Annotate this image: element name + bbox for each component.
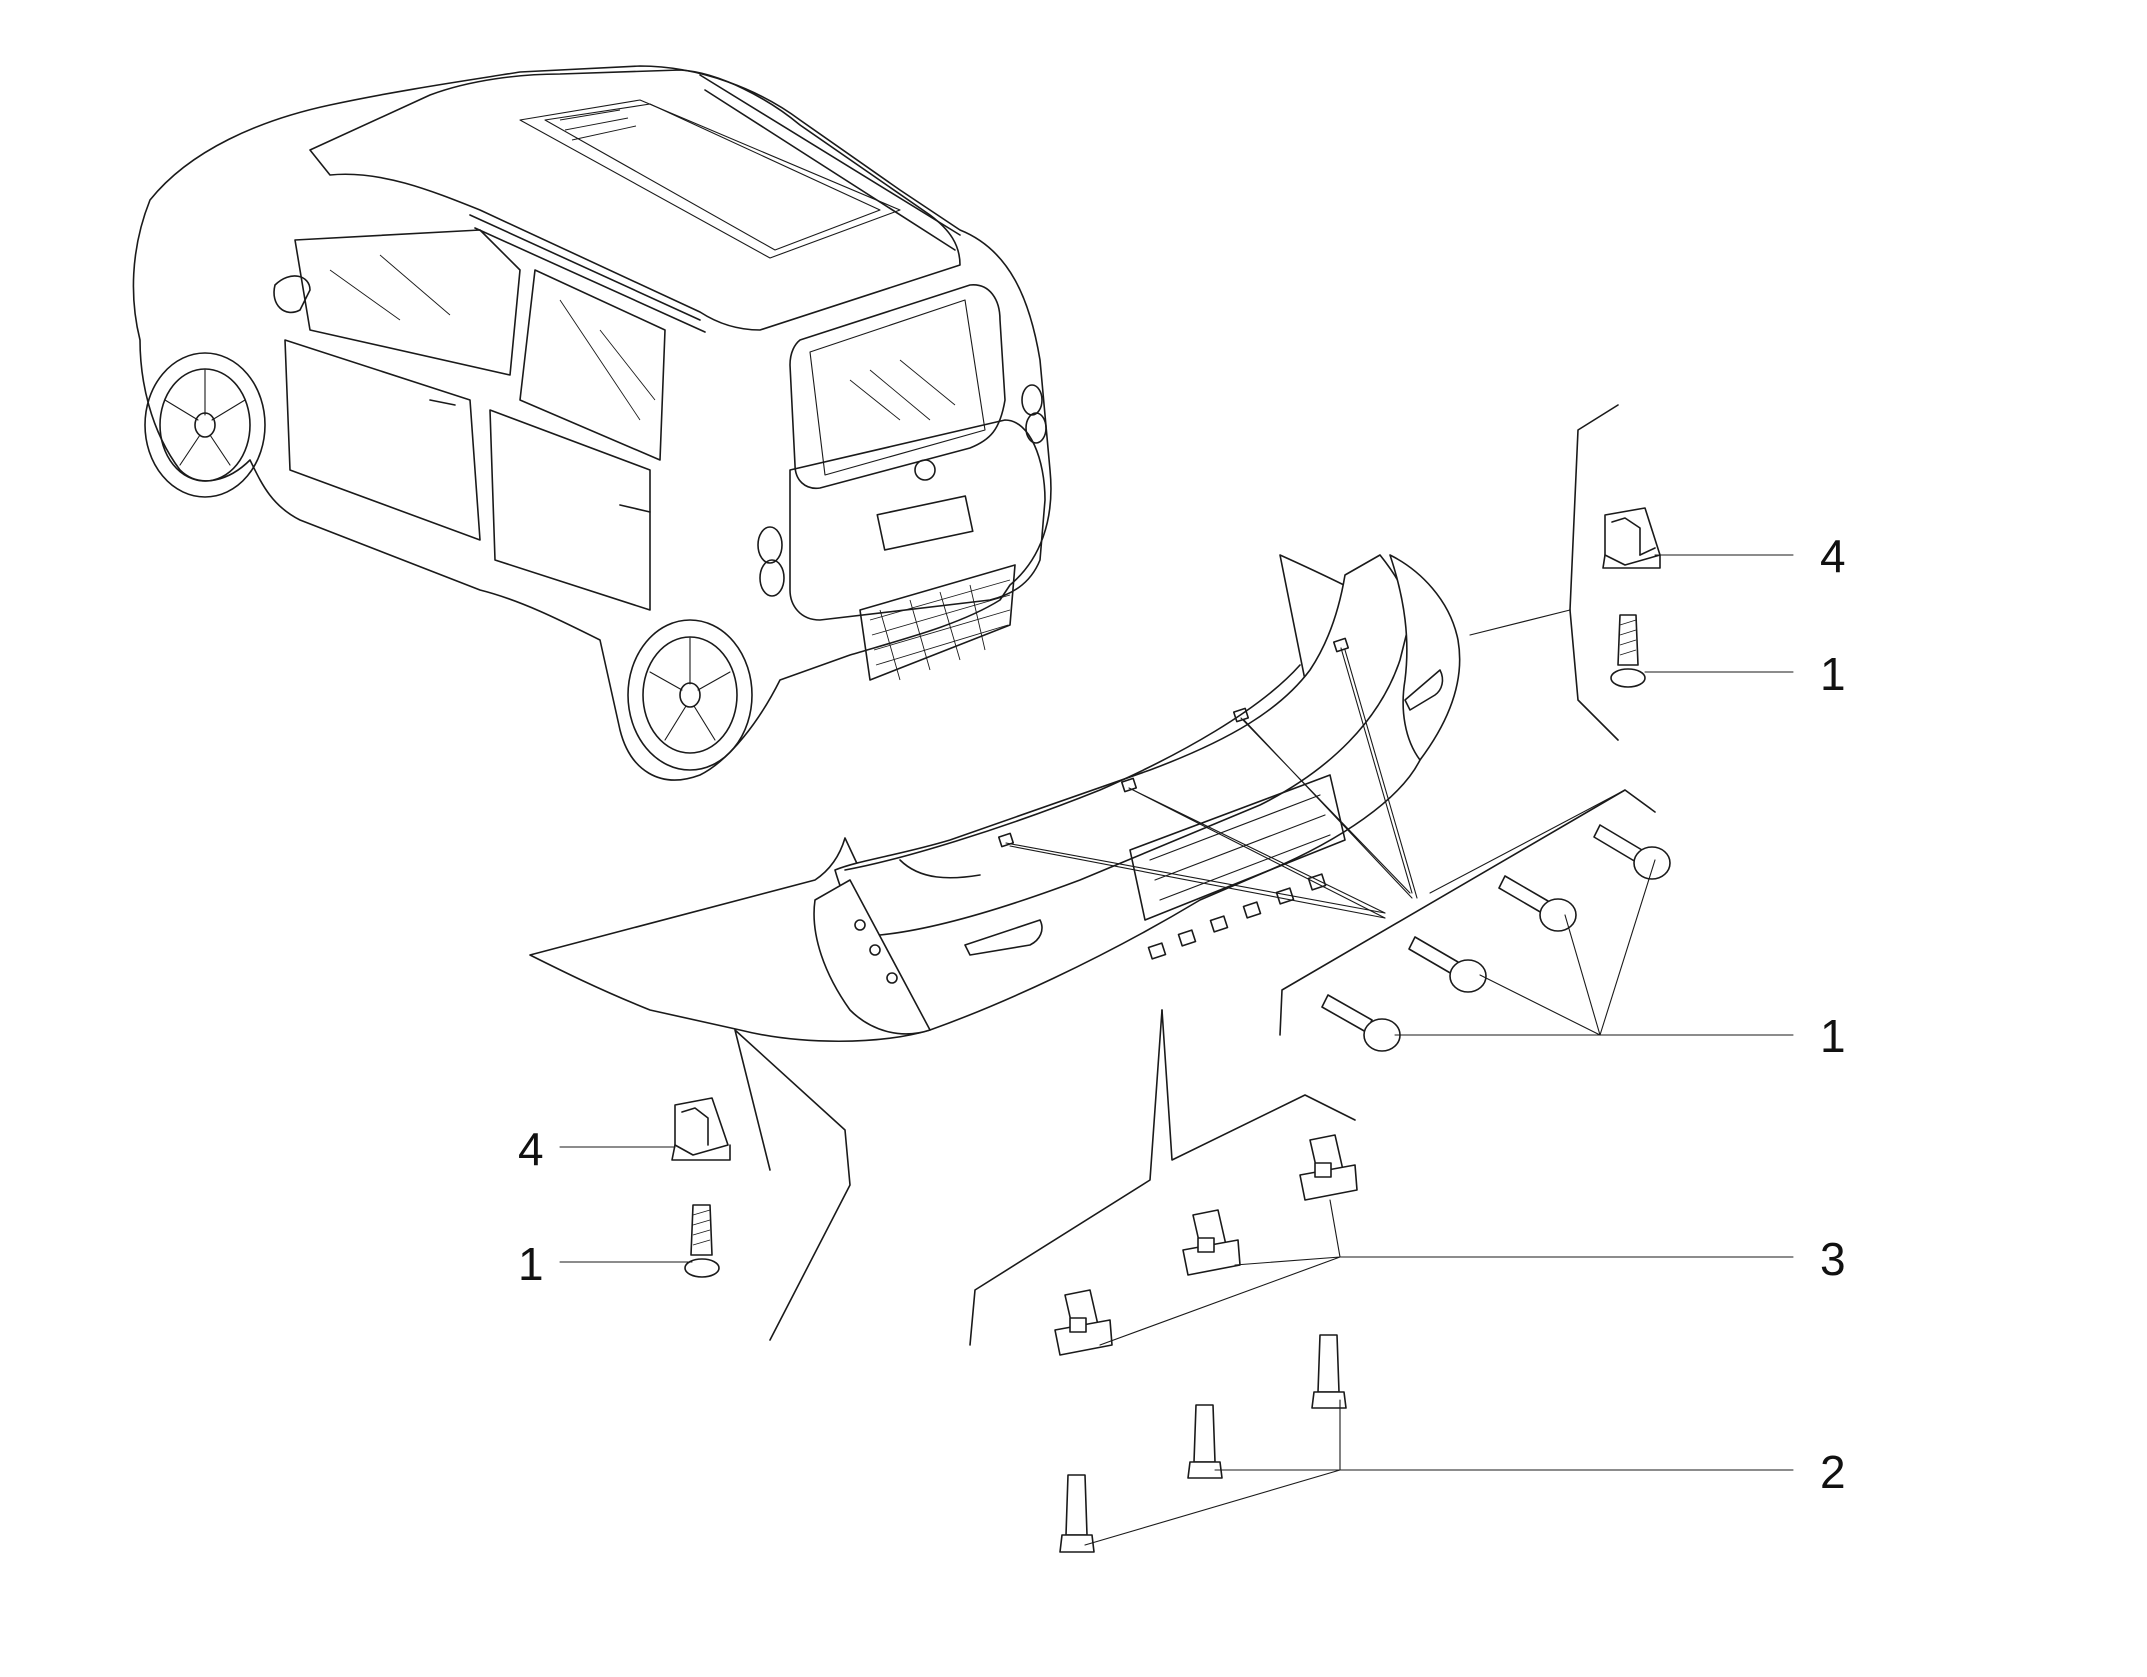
screw-row-1 xyxy=(1321,994,1401,1052)
car-illustration xyxy=(132,65,1052,781)
callout-4-left: 4 xyxy=(518,1123,544,1175)
clip-3 xyxy=(1299,1134,1358,1201)
brackets xyxy=(734,404,1656,1346)
clip-2 xyxy=(1182,1209,1241,1276)
callout-leaders xyxy=(559,554,1794,1546)
callout-1-left: 1 xyxy=(518,1238,544,1290)
callout-3-mid-right: 3 xyxy=(1820,1233,1846,1285)
screw-row-3 xyxy=(1498,875,1577,932)
callout-4-top-right: 4 xyxy=(1820,530,1846,582)
callout-1-top-right: 1 xyxy=(1820,648,1846,700)
bolt-1 xyxy=(1059,1474,1095,1553)
bumper-leaders xyxy=(1005,609,1626,919)
screw-row-2 xyxy=(1408,936,1487,993)
bolt-3 xyxy=(1311,1334,1347,1409)
callout-1-mid-right: 1 xyxy=(1820,1010,1846,1062)
rear-bumper xyxy=(529,554,1461,1043)
clip-1 xyxy=(1054,1289,1113,1356)
callout-2-bottom-right: 2 xyxy=(1820,1446,1846,1498)
clip-nut-left xyxy=(671,1097,731,1161)
bolt-2 xyxy=(1187,1404,1223,1479)
screw-top-right xyxy=(1610,614,1646,688)
screw-left xyxy=(684,1204,720,1278)
clip-nut-top-right xyxy=(1602,507,1661,569)
screw-row-4 xyxy=(1593,824,1671,880)
